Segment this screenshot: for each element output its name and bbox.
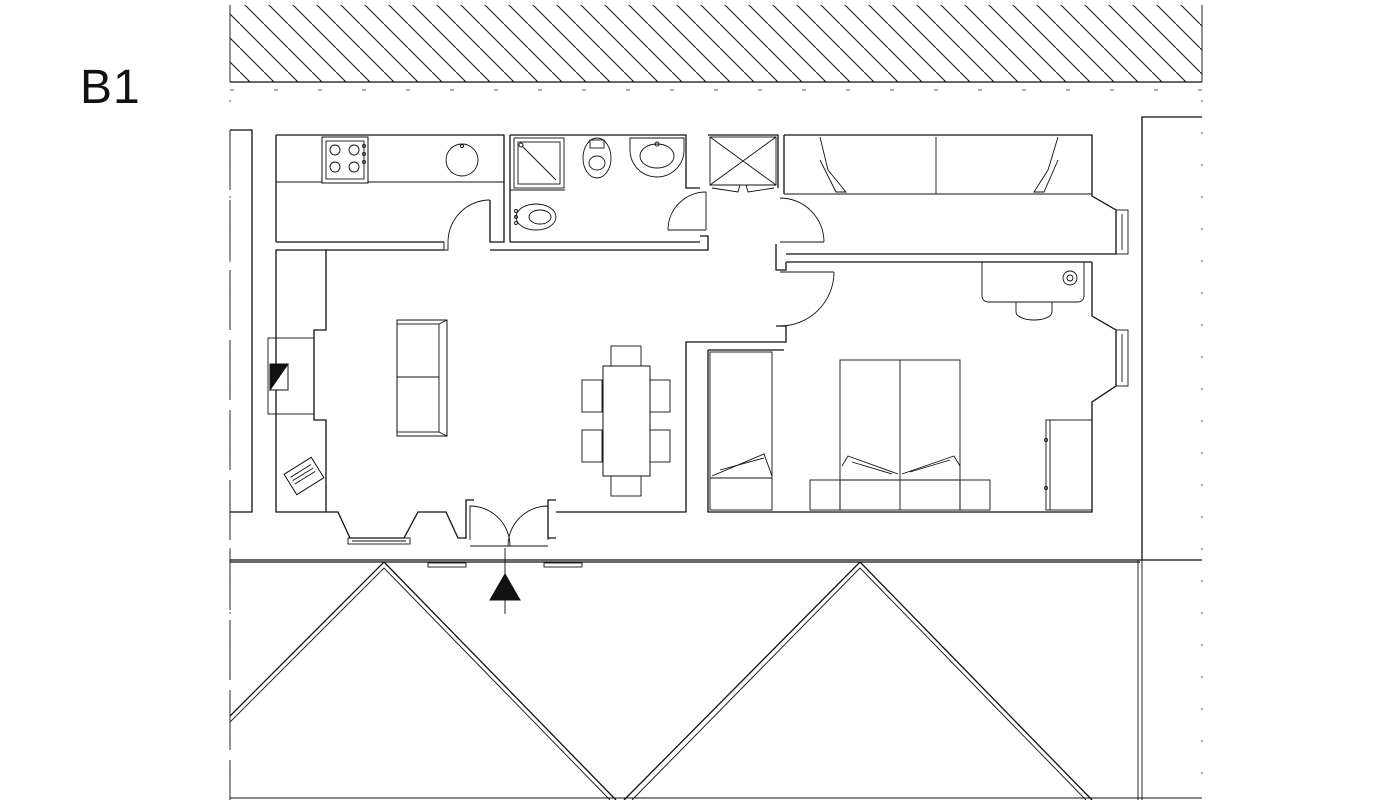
windows bbox=[347, 209, 1129, 568]
shower-icon bbox=[513, 137, 565, 189]
double-bed-icon bbox=[809, 359, 991, 511]
property-boundary bbox=[229, 89, 1203, 800]
toilet-icon bbox=[582, 137, 612, 179]
wardrobe-icon bbox=[819, 136, 1059, 194]
single-bed-icon bbox=[709, 351, 773, 511]
desk-icon bbox=[981, 261, 1085, 321]
exterior-paving bbox=[230, 562, 1093, 800]
unit-label: B1 bbox=[80, 61, 141, 114]
doors bbox=[447, 191, 835, 547]
kitchen-fixtures bbox=[321, 136, 479, 184]
fireplace-icon bbox=[267, 337, 315, 415]
bidet-icon bbox=[514, 203, 557, 231]
dining-table-icon bbox=[581, 345, 671, 497]
hatched-boundary bbox=[229, 5, 1203, 83]
closet-icon bbox=[709, 136, 777, 193]
apartment-walls bbox=[230, 116, 1202, 800]
armchair-icon bbox=[283, 456, 325, 496]
sofa-icon bbox=[396, 319, 448, 437]
bathroom-fixtures bbox=[513, 137, 685, 231]
entrance-arrow-icon bbox=[489, 548, 521, 614]
stove-icon bbox=[321, 136, 369, 184]
dresser-icon bbox=[1044, 419, 1093, 511]
washbasin-icon bbox=[629, 137, 685, 178]
sink-icon bbox=[445, 143, 479, 177]
